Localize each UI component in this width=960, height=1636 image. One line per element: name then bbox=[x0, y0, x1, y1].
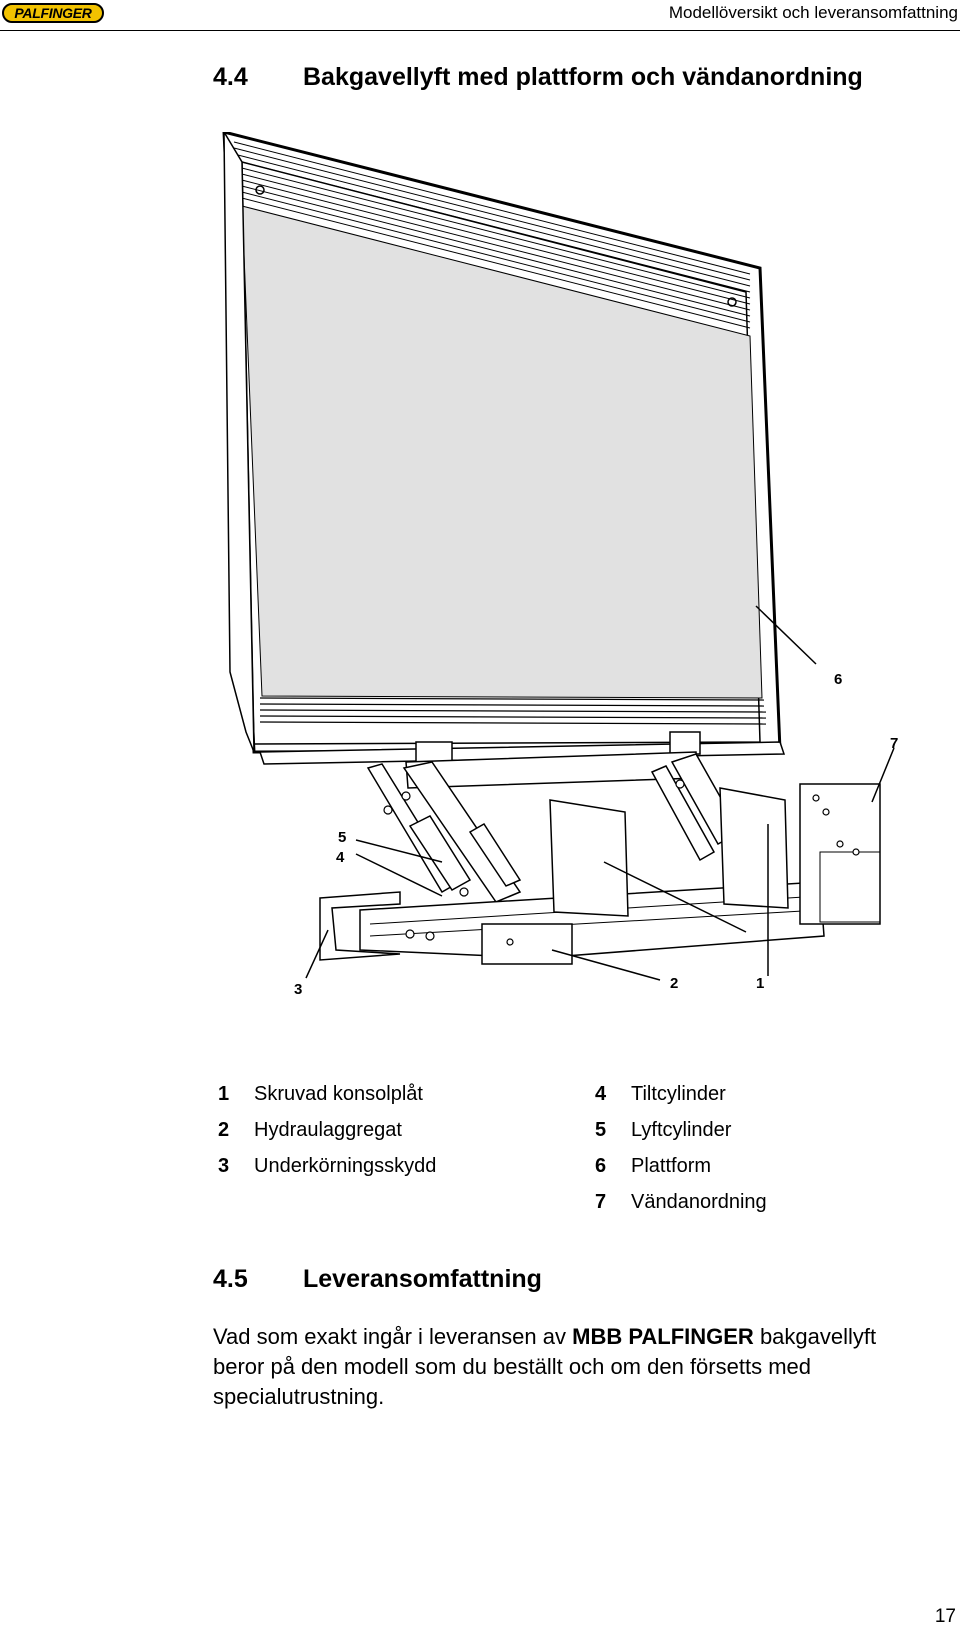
tilt-mechanism-housing bbox=[799, 783, 881, 925]
body-text-end: bakgavellyft beror på den modell som du … bbox=[213, 1324, 877, 1409]
legend-label: Lyftcylinder bbox=[631, 1119, 732, 1141]
legend-number: 1 bbox=[218, 1083, 230, 1105]
callout-leaders bbox=[305, 605, 895, 981]
bracket-plate-right bbox=[719, 787, 789, 909]
callout-5: 5 bbox=[338, 829, 346, 846]
section-title: Bakgavellyft med plattform och vändanord… bbox=[303, 63, 863, 91]
underrun-protection bbox=[319, 891, 401, 961]
legend-item: 2 Hydraulaggregat bbox=[218, 1112, 436, 1148]
legend-item: 1 Skruvad konsolplåt bbox=[218, 1076, 436, 1112]
legend-item: 3 Underkörningsskydd bbox=[218, 1148, 436, 1184]
section-number: 4.4 bbox=[213, 63, 248, 91]
tail-lift-drawing: 1 2 3 4 5 6 7 bbox=[222, 132, 898, 998]
callout-4: 4 bbox=[336, 849, 345, 866]
legend-item: 5 Lyftcylinder bbox=[595, 1112, 767, 1148]
page-header: PALFINGER Modellöversikt och leveransomf… bbox=[0, 0, 960, 31]
legend-right-column: 4 Tiltcylinder 5 Lyftcylinder 6 Plattform 7… bbox=[595, 1076, 767, 1220]
section-title: Leveransomfattning bbox=[303, 1265, 542, 1293]
brand-name: MBB PALFINGER bbox=[572, 1324, 754, 1349]
section-heading-4-5: 4.5 Leveransomfattning bbox=[213, 1265, 542, 1294]
callout-2: 2 bbox=[670, 975, 678, 992]
platform-deck bbox=[241, 205, 763, 699]
legend-number: 5 bbox=[595, 1119, 607, 1141]
platform-bottom-ribs bbox=[259, 697, 767, 725]
legend-number: 6 bbox=[595, 1155, 607, 1177]
hydraulic-unit bbox=[481, 923, 573, 965]
legend-left-column: 1 Skruvad konsolplåt 2 Hydraulaggregat 3 Un… bbox=[218, 1076, 436, 1184]
legend-item: 7 Vändanordning bbox=[595, 1184, 767, 1220]
legend-label: Skruvad konsolplåt bbox=[254, 1083, 423, 1105]
running-title: Modellöversikt och leveransomfattning bbox=[668, 3, 958, 22]
legend-label: Hydraulaggregat bbox=[254, 1119, 402, 1141]
legend-number: 2 bbox=[218, 1119, 230, 1141]
legend-number: 4 bbox=[595, 1083, 607, 1105]
delivery-scope-paragraph: Vad som exakt ingår i leveransen av MBB … bbox=[213, 1322, 933, 1412]
legend-label: Underkörningsskydd bbox=[254, 1155, 437, 1177]
body-text-start: Vad som exakt ingår i leveransen av bbox=[213, 1324, 573, 1349]
palfinger-logo: PALFINGER bbox=[2, 3, 104, 23]
legend-label: Plattform bbox=[631, 1155, 712, 1177]
platform-top-ribs bbox=[233, 141, 751, 329]
page-number: 17 bbox=[934, 1606, 956, 1627]
legend-number: 3 bbox=[218, 1155, 230, 1177]
tail-lift-illustration: 1 2 3 4 5 6 7 bbox=[220, 132, 960, 1032]
legend-label: Tiltcylinder bbox=[631, 1083, 726, 1105]
legend-item: 4 Tiltcylinder bbox=[595, 1076, 767, 1112]
legend-label: Vändanordning bbox=[631, 1191, 767, 1213]
callout-7: 7 bbox=[890, 735, 898, 752]
legend-number: 7 bbox=[595, 1191, 607, 1213]
legend-item: 6 Plattform bbox=[595, 1148, 767, 1184]
callout-3: 3 bbox=[294, 981, 302, 998]
callout-1: 1 bbox=[756, 975, 764, 992]
left-lift-arm bbox=[402, 761, 522, 903]
callout-6: 6 bbox=[834, 671, 842, 688]
section-heading-4-4: 4.4 Bakgavellyft med plattform och vändan… bbox=[213, 63, 863, 92]
bracket-plate-left bbox=[549, 799, 629, 917]
section-number: 4.5 bbox=[213, 1265, 248, 1293]
